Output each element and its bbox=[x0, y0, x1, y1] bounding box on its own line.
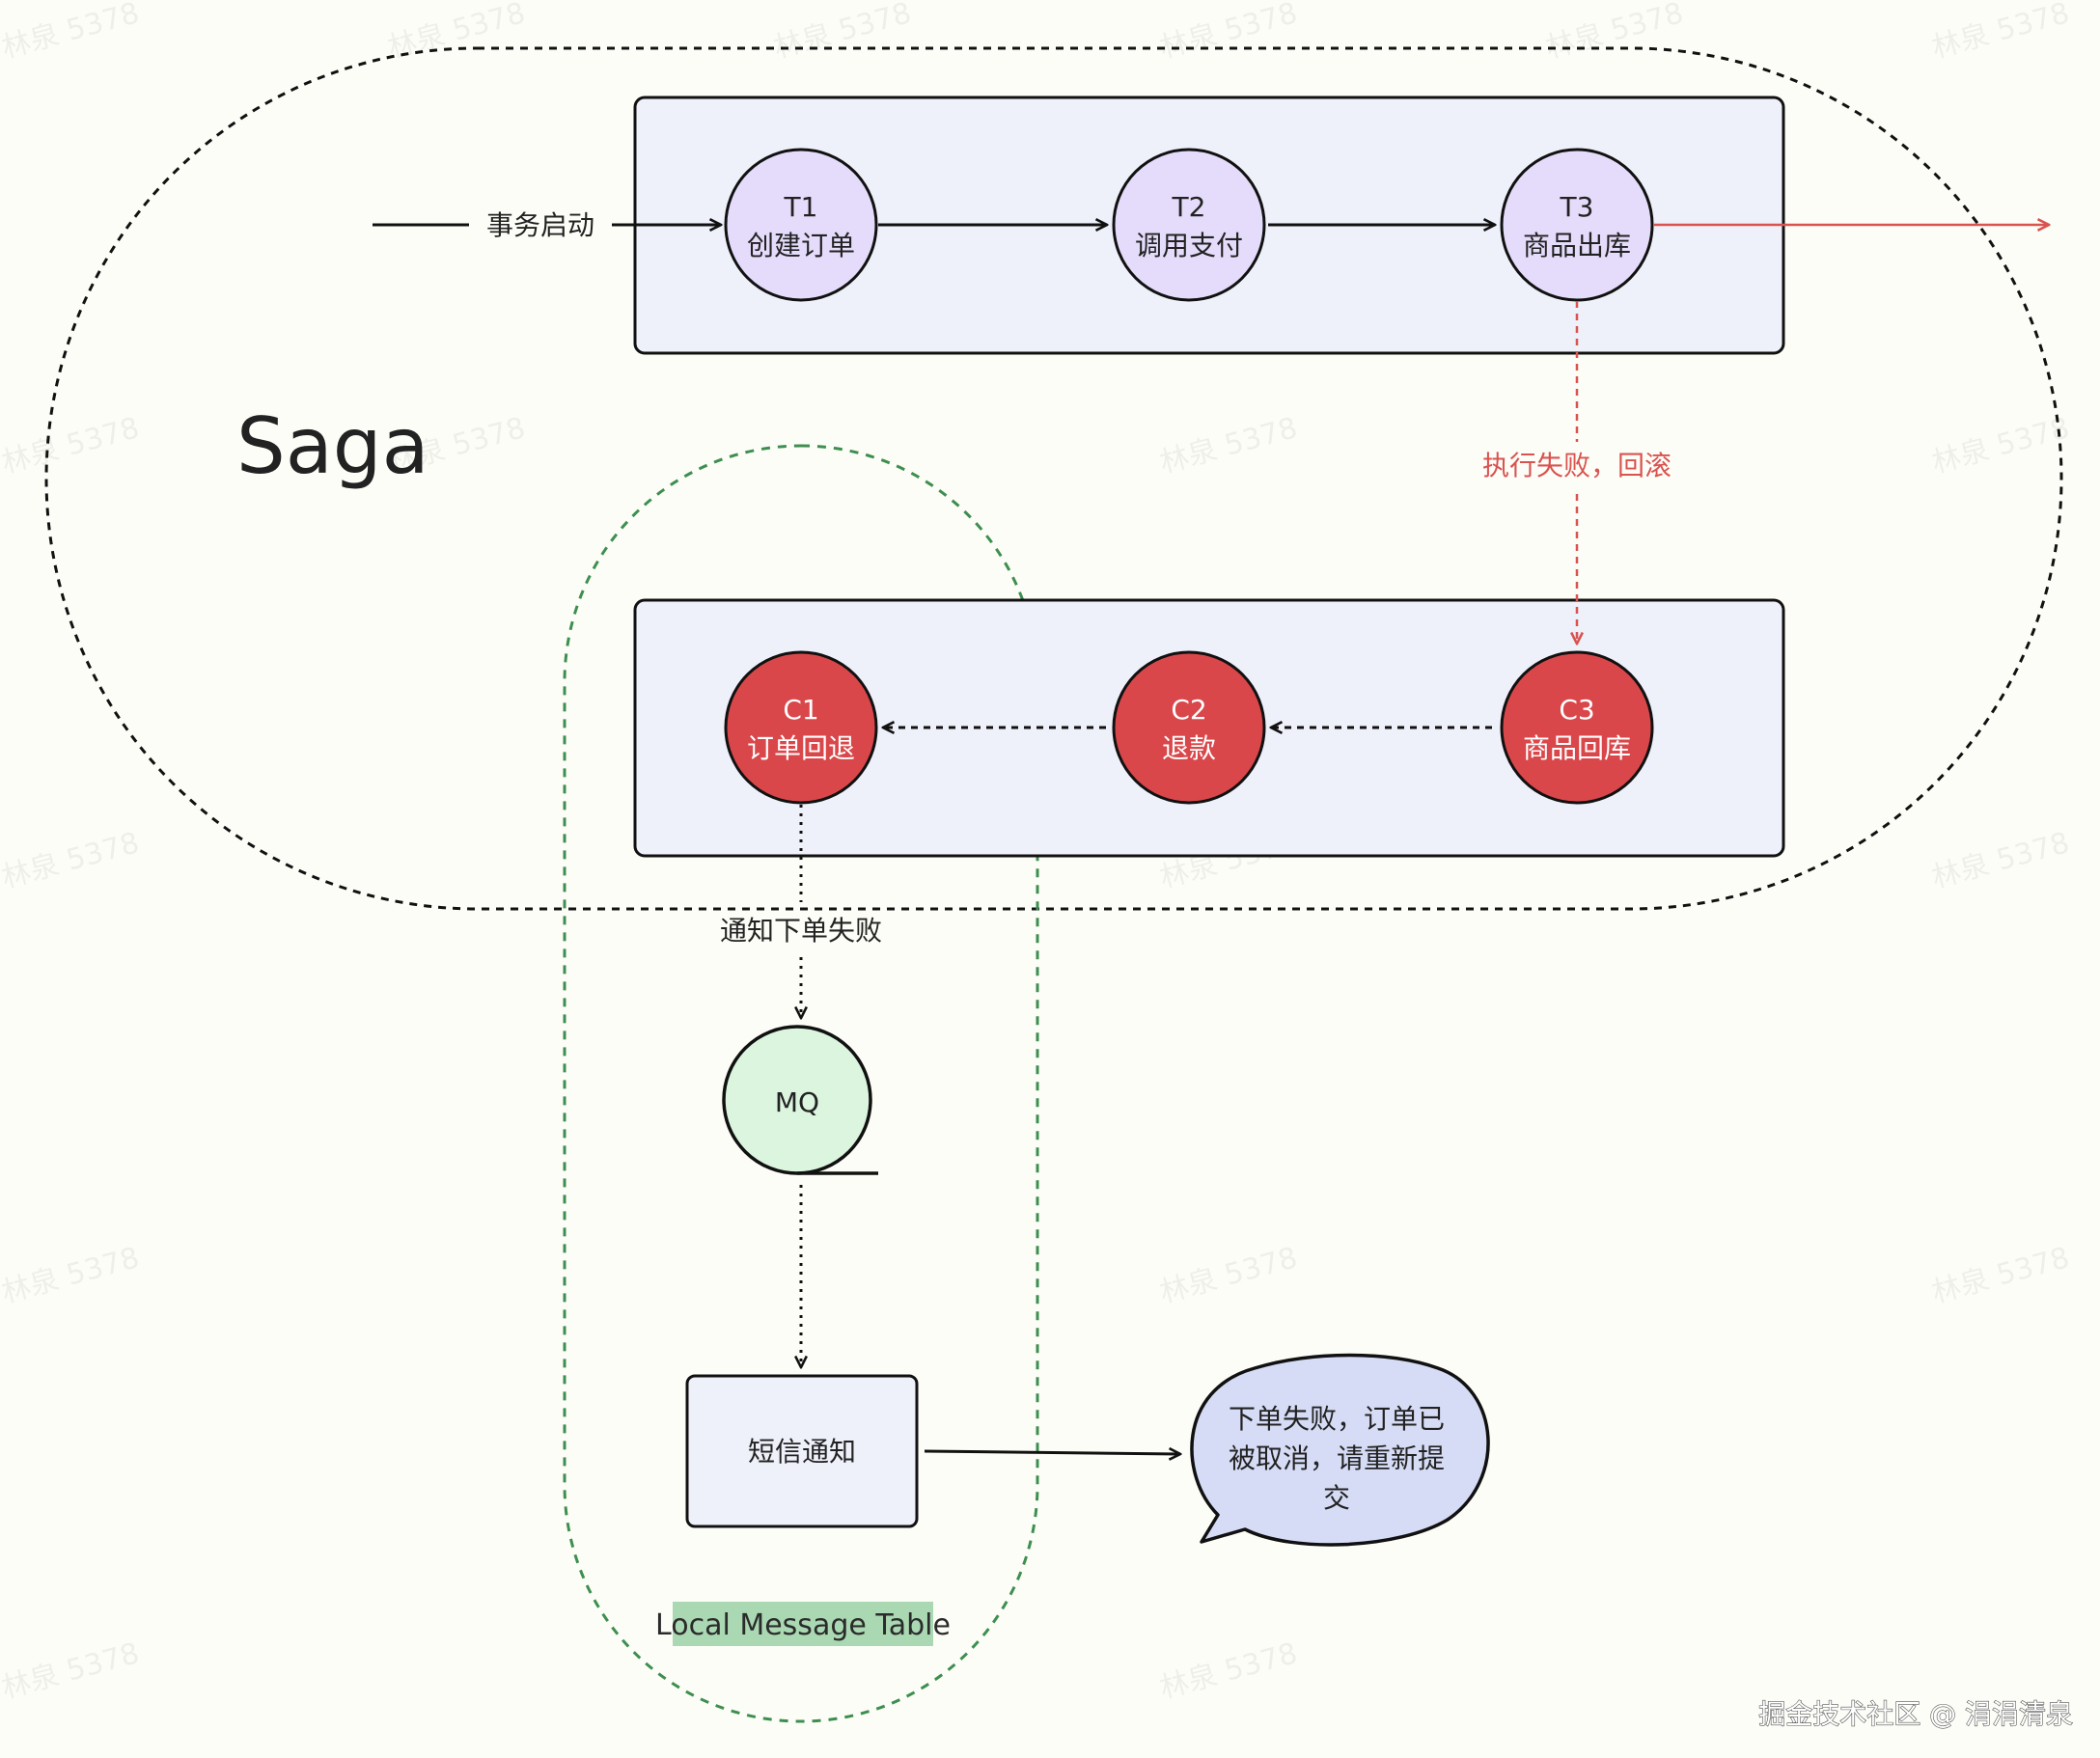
watermark: 林泉 5378 bbox=[0, 826, 143, 895]
watermark: 林泉 5378 bbox=[0, 1636, 143, 1706]
node-t3: T3 商品出库 bbox=[1500, 148, 1654, 302]
watermark: 林泉 5378 bbox=[1156, 1636, 1301, 1706]
notify-edge-label: 通知下单失败 bbox=[720, 915, 882, 947]
node-t2-id: T2 bbox=[1172, 191, 1206, 223]
node-c2: C2 退款 bbox=[1112, 650, 1266, 805]
node-c1: C1 订单回退 bbox=[724, 650, 878, 805]
watermark: 林泉 5378 bbox=[0, 0, 143, 66]
node-c2-id: C2 bbox=[1171, 694, 1206, 726]
speech-bubble: 下单失败，订单已 被取消，请重新提 交 bbox=[1190, 1353, 1490, 1547]
watermark: 林泉 5378 bbox=[1156, 0, 1301, 66]
watermark: 林泉 5378 bbox=[1928, 1241, 2073, 1310]
node-t3-id: T3 bbox=[1560, 191, 1594, 223]
watermark: 林泉 5378 bbox=[1156, 1241, 1301, 1310]
node-c3: C3 商品回库 bbox=[1500, 650, 1654, 805]
node-sms-label: 短信通知 bbox=[748, 1436, 856, 1468]
local-message-table-boundary bbox=[563, 444, 1039, 1723]
watermark: 林泉 5378 bbox=[0, 1241, 143, 1310]
node-c1-label: 订单回退 bbox=[747, 732, 855, 764]
speech-bubble-line2: 被取消，请重新提 bbox=[1229, 1442, 1445, 1474]
local-message-table-label: Local Message Table bbox=[655, 1602, 951, 1646]
saga-boundary bbox=[44, 46, 2063, 911]
rollback-edge-label: 执行失败，回滚 bbox=[1482, 450, 1672, 481]
watermark: 林泉 5378 bbox=[1928, 826, 2073, 895]
node-mq: MQ bbox=[722, 1025, 878, 1175]
start-edge-label: 事务启动 bbox=[486, 209, 594, 241]
node-t3-label: 商品出库 bbox=[1523, 230, 1631, 261]
saga-title: Saga bbox=[236, 401, 429, 491]
node-t1-label: 创建订单 bbox=[747, 230, 855, 261]
watermark: 林泉 5378 bbox=[1928, 0, 2073, 66]
speech-bubble-line3: 交 bbox=[1323, 1482, 1350, 1514]
speech-bubble-line1: 下单失败，订单已 bbox=[1229, 1403, 1445, 1435]
watermark: 林泉 5378 bbox=[770, 0, 915, 66]
node-c2-label: 退款 bbox=[1162, 732, 1216, 764]
watermark: 林泉 5378 bbox=[1542, 0, 1687, 66]
node-t1: T1 创建订单 bbox=[724, 148, 878, 302]
node-t1-id: T1 bbox=[784, 191, 818, 223]
node-c3-label: 商品回库 bbox=[1523, 732, 1631, 764]
node-c1-id: C1 bbox=[783, 694, 818, 726]
node-t2-label: 调用支付 bbox=[1135, 230, 1243, 261]
watermark: 林泉 5378 bbox=[0, 411, 143, 481]
local-message-table-label-text: Local Message Table bbox=[655, 1608, 951, 1642]
watermark: 林泉 5378 bbox=[1928, 411, 2073, 481]
node-mq-label: MQ bbox=[775, 1086, 819, 1118]
node-t2: T2 调用支付 bbox=[1112, 148, 1266, 302]
edge-sms-bubble bbox=[924, 1451, 1179, 1454]
credit-text: 掘金技术社区 @ 涓涓清泉 bbox=[1758, 1698, 2073, 1730]
node-sms: 短信通知 bbox=[685, 1374, 919, 1528]
watermark: 林泉 5378 bbox=[1156, 411, 1301, 481]
node-c3-id: C3 bbox=[1559, 694, 1594, 726]
